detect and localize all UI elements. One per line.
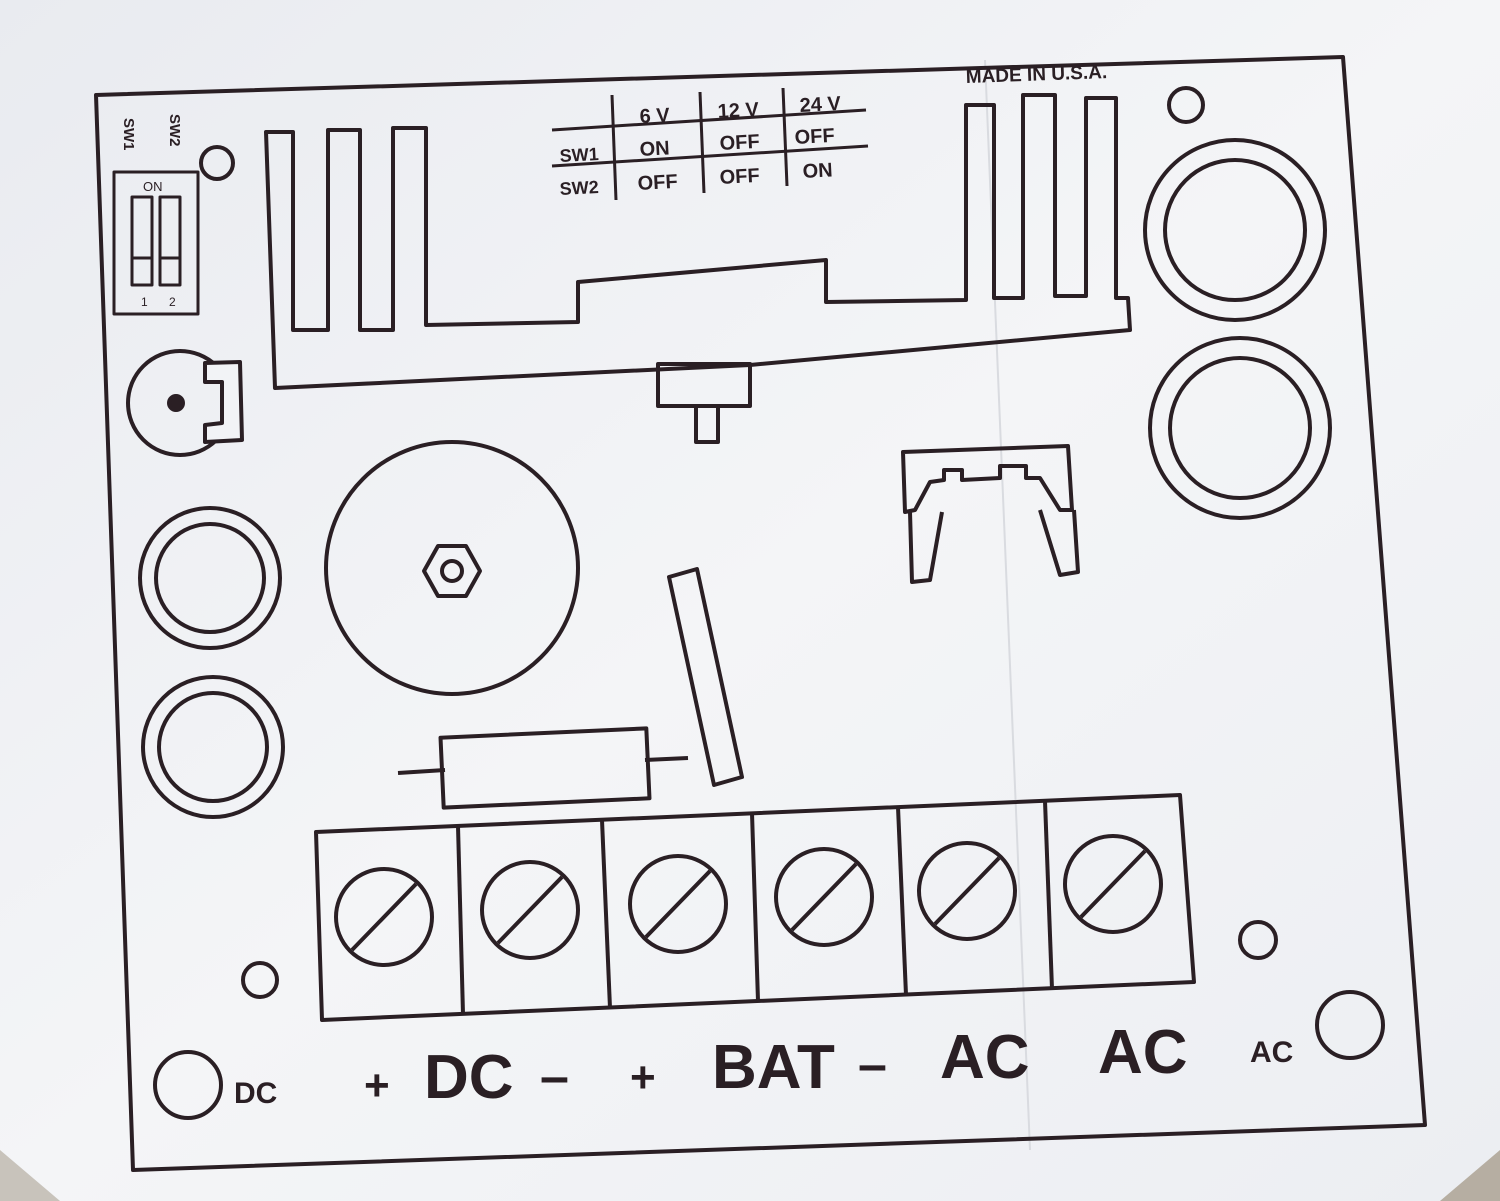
fuse-holder <box>901 444 1074 514</box>
label-ac-1: AC <box>940 1023 1030 1092</box>
label-dc: DC <box>424 1043 514 1112</box>
table-row2-12v: OFF <box>719 165 760 189</box>
screw-dc-plus[interactable] <box>334 867 434 967</box>
dip-pos1-label: 1 <box>141 295 148 309</box>
terminal-divider-5 <box>1043 800 1054 990</box>
terminal-divider-1 <box>456 825 465 1015</box>
capacitor-right-lower-outer <box>1148 336 1332 520</box>
terminal-divider-4 <box>896 806 908 996</box>
mount-hole-top-right <box>1167 86 1205 124</box>
voltage-table: 6 V 12 V 24 V SW1 ON OFF OFF SW2 OFF OFF… <box>559 93 842 199</box>
regulator-pin <box>694 404 720 444</box>
screw-ac-2[interactable] <box>1063 834 1163 934</box>
terminal-divider-3 <box>750 812 760 1002</box>
terminal-labels: + DC – + BAT – AC AC DC AC <box>234 1018 1293 1112</box>
fuse-leg-right <box>1038 509 1080 577</box>
transformer-disc <box>324 440 580 696</box>
capacitor-right-lower-inner <box>1168 356 1312 500</box>
label-bat-minus: – <box>858 1036 887 1094</box>
dip-switch-2[interactable] <box>158 195 182 287</box>
label-bat-plus: + <box>630 1053 656 1102</box>
resistor-body <box>438 726 652 810</box>
mount-hole-bottom-right <box>1238 920 1278 960</box>
terminal-block <box>314 793 1196 1022</box>
capacitor-right-upper-inner <box>1163 158 1307 302</box>
label-dc-plus: + <box>364 1061 390 1110</box>
led-ac <box>1315 990 1385 1060</box>
label-bat: BAT <box>712 1033 835 1102</box>
capacitor-left-upper-inner <box>154 522 266 634</box>
table-line-top <box>551 108 867 132</box>
table-row2-24v: ON <box>802 159 833 183</box>
dip-switch-block <box>112 170 200 316</box>
hex-nut <box>422 544 482 598</box>
table-header-6v: 6 V <box>639 104 671 128</box>
trim-potentiometer-bracket <box>203 360 244 444</box>
table-row1-label: SW1 <box>559 144 599 166</box>
hex-nut-hole <box>440 559 464 583</box>
rectifier-bar <box>667 567 744 787</box>
paper-left-shadow <box>0 1150 60 1201</box>
screw-ac-1[interactable] <box>917 841 1017 941</box>
resistor-lead-right <box>644 756 689 762</box>
table-header-12v: 12 V <box>717 99 760 123</box>
table-row2-6v: OFF <box>637 171 678 195</box>
table-row1-24v: OFF <box>794 125 835 149</box>
table-row1-6v: ON <box>639 137 670 161</box>
screw-bat-plus[interactable] <box>628 854 728 954</box>
capacitor-left-lower-inner <box>157 691 269 803</box>
mount-hole-bottom-left <box>241 961 279 999</box>
dip-pos2-label: 2 <box>169 295 176 309</box>
trim-potentiometer-center <box>167 394 185 412</box>
board-outline <box>94 55 1427 1172</box>
capacitor-left-lower-outer <box>141 675 285 819</box>
paper-corner-shadow <box>1440 1150 1500 1201</box>
table-row1-12v: OFF <box>719 131 760 155</box>
terminal-divider-2 <box>600 819 612 1009</box>
led-ac-label: AC <box>1250 1036 1293 1069</box>
table-row2-label: SW2 <box>559 177 599 199</box>
table-header-24v: 24 V <box>799 93 842 117</box>
heat-sink <box>264 93 1132 390</box>
mount-hole-top-left <box>199 145 235 181</box>
capacitor-left-upper-outer <box>138 506 282 650</box>
dip-sw1-label: SW1 <box>120 118 137 151</box>
made-in-label: MADE IN U.S.A. <box>965 62 1107 88</box>
label-dc-minus: – <box>540 1048 569 1106</box>
resistor-lead-left <box>397 768 446 775</box>
dip-on-label: ON <box>143 179 163 194</box>
dip-sw2-label: SW2 <box>166 114 183 147</box>
table-line-middle <box>551 144 869 168</box>
screw-bat-minus[interactable] <box>774 847 874 947</box>
led-dc <box>153 1050 223 1120</box>
label-ac-2: AC <box>1098 1018 1188 1087</box>
capacitor-right-upper-outer <box>1143 138 1327 322</box>
fuse-leg-left <box>908 511 944 584</box>
dip-switch-1[interactable] <box>130 195 154 287</box>
table-col-line-2 <box>698 91 706 194</box>
table-col-line-3 <box>781 87 789 187</box>
table-col-line-1 <box>610 94 618 201</box>
led-dc-label: DC <box>234 1077 277 1110</box>
screw-dc-minus[interactable] <box>480 860 580 960</box>
